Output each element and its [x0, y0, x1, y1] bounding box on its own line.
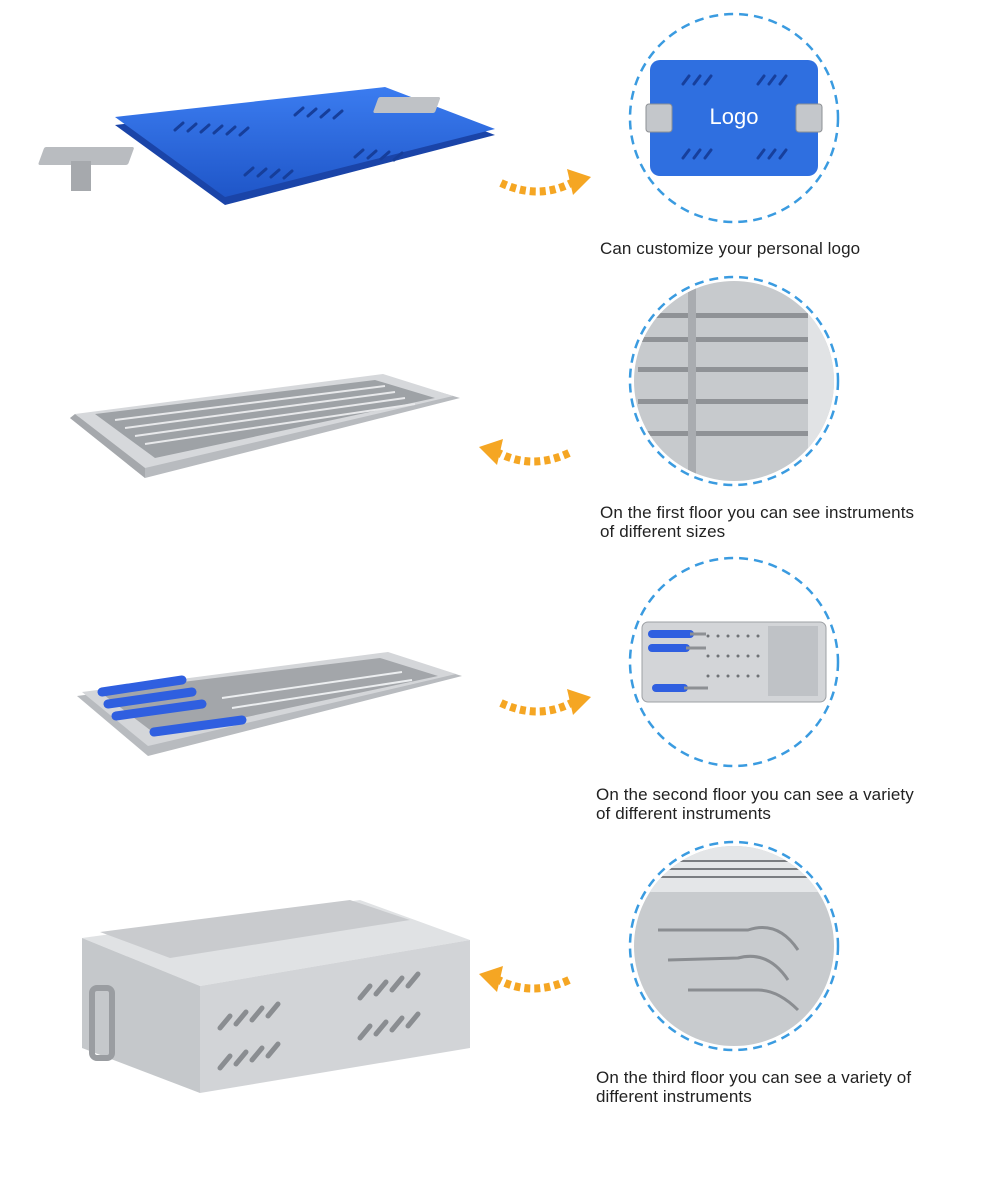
arrow-left-icon [479, 966, 571, 993]
arrow-left-icon [479, 439, 571, 466]
third-floor-detail-icon [628, 840, 840, 1052]
caption-row-1: Can customize your personal logo [600, 239, 861, 258]
logo-lid-detail-icon: Logo [628, 12, 840, 224]
arrow-right-icon [499, 689, 591, 716]
caption-row-4: On the third floor you can see a variety… [596, 1068, 912, 1106]
second-floor-tray-image [77, 652, 462, 756]
first-floor-detail-icon [628, 275, 840, 487]
arrow-right-icon [499, 169, 591, 196]
second-floor-detail-icon [628, 556, 840, 768]
third-floor-box-image [82, 900, 470, 1093]
caption-row-3: On the second floor you can see a variet… [596, 785, 914, 823]
logo-text: Logo [710, 104, 759, 129]
caption-row-2: On the first floor you can see instrumen… [600, 503, 915, 541]
blue-lid-image [38, 87, 495, 205]
first-floor-tray-image [70, 374, 460, 478]
